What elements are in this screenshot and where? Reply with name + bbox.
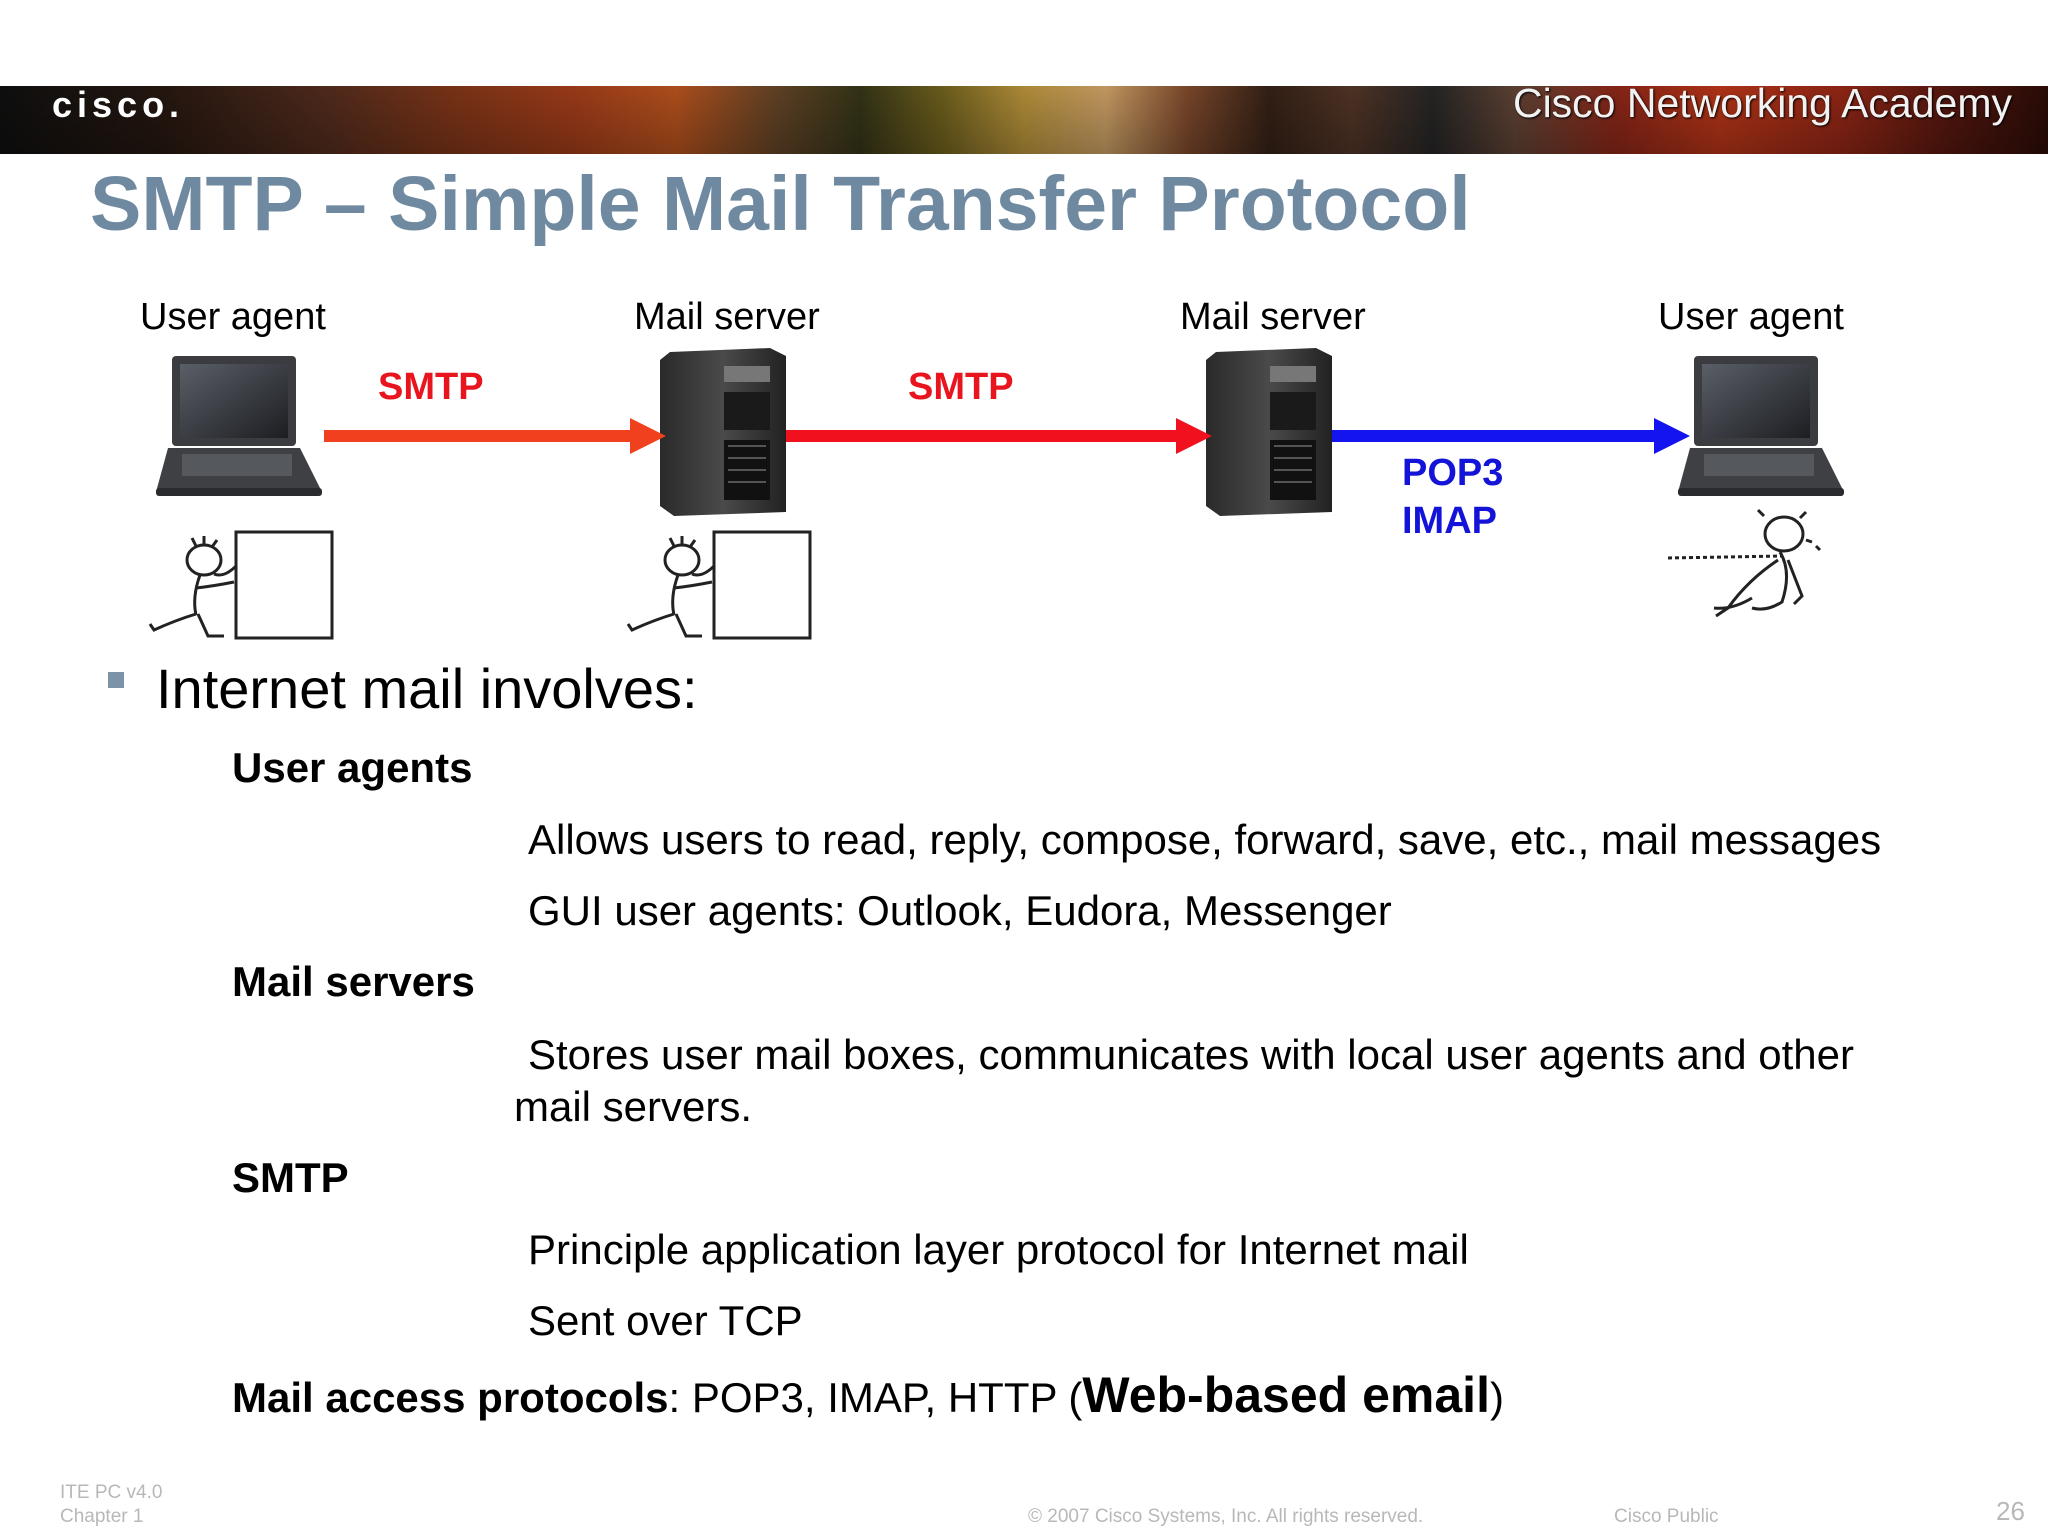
edge-label-pop3: POP3 <box>1402 452 1504 494</box>
desc-user-agents-2: GUI user agents: Outlook, Eudora, Messen… <box>528 887 1392 934</box>
laptop-icon <box>156 356 322 496</box>
term-mail-access: Mail access protocols <box>232 1374 669 1421</box>
node-label-mail-server-sender: Mail server <box>634 296 820 338</box>
footer-copyright: © 2007 Cisco Systems, Inc. All rights re… <box>1028 1506 1424 1527</box>
mail-access-list: POP3, IMAP, HTTP ( <box>680 1374 1083 1421</box>
desc-user-agents-1: Allows users to read, reply, compose, fo… <box>528 816 1882 863</box>
mail-access-line: Mail access protocols: POP3, IMAP, HTTP … <box>232 1366 1504 1424</box>
pulling-person-icon <box>1667 508 1822 618</box>
node-label-user-agent-receiver: User agent <box>1658 296 1844 338</box>
footer-chapter: Chapter 1 <box>60 1506 144 1527</box>
pushing-person-icon <box>626 530 812 640</box>
desc-smtp-1: Principle application layer protocol for… <box>528 1226 1469 1273</box>
mail-access-emphasis: Web-based email <box>1082 1367 1490 1423</box>
node-label-mail-server-receiver: Mail server <box>1180 296 1366 338</box>
pushing-person-icon <box>148 530 334 640</box>
page-number: 26 <box>1996 1496 2025 1526</box>
academy-logo: Cisco Networking Academy <box>1512 80 2012 126</box>
header-banner <box>0 86 2048 154</box>
edge-label-smtp-1: SMTP <box>378 366 484 408</box>
server-icon <box>660 348 786 516</box>
server-icon <box>1206 348 1332 516</box>
desc-mail-servers-1: Stores user mail boxes, communicates wit… <box>528 1031 1854 1078</box>
mail-access-close: ) <box>1489 1374 1504 1421</box>
diagram-graphics <box>148 348 1844 640</box>
mail-access-sep: : <box>668 1374 681 1421</box>
cisco-logo: cisco. <box>52 84 185 125</box>
arrow-smtp-2 <box>786 418 1212 454</box>
edge-label-smtp-2: SMTP <box>908 366 1014 408</box>
term-mail-servers: Mail servers <box>232 958 475 1005</box>
arrow-pop3-imap <box>1332 418 1690 454</box>
bullet-heading: Internet mail involves: <box>156 657 698 720</box>
footer-classification: Cisco Public <box>1614 1506 1719 1527</box>
slide-title: SMTP – Simple Mail Transfer Protocol <box>90 161 1471 247</box>
term-user-agents: User agents <box>232 744 473 791</box>
arrow-smtp-1 <box>324 418 666 454</box>
desc-mail-servers-2: mail servers. <box>514 1083 753 1130</box>
desc-smtp-2: Sent over TCP <box>528 1297 803 1344</box>
edge-label-imap: IMAP <box>1402 500 1497 542</box>
term-smtp: SMTP <box>232 1154 349 1201</box>
footer-course: ITE PC v4.0 <box>60 1482 163 1503</box>
bullet-marker <box>108 672 124 688</box>
laptop-icon <box>1678 356 1844 496</box>
node-label-user-agent-sender: User agent <box>140 296 326 338</box>
